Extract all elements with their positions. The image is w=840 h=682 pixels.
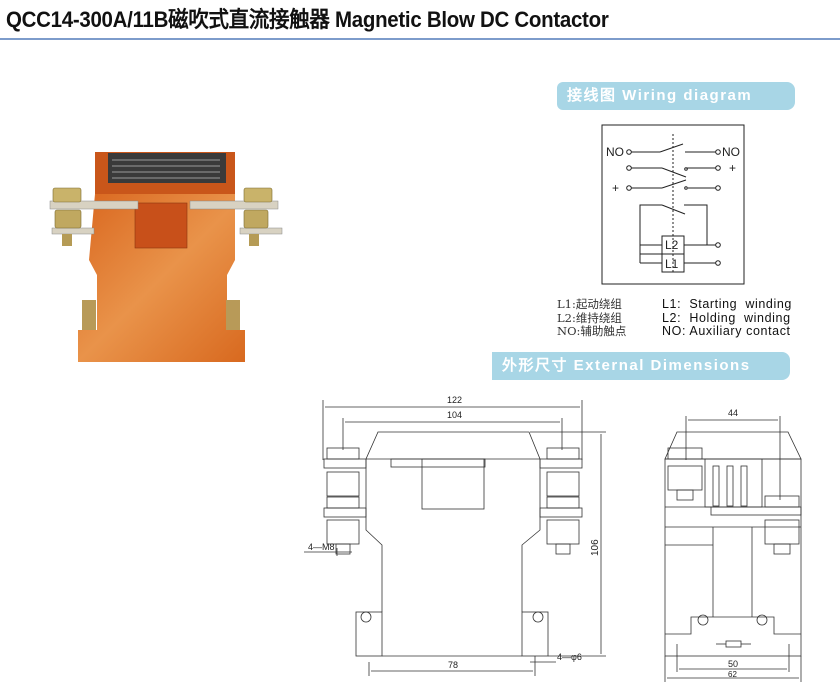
wiring-diagram-banner: 接线图 Wiring diagram <box>557 82 795 110</box>
dim-4-phi6: 4—φ6 <box>557 652 582 662</box>
front-view-drawing <box>304 400 606 676</box>
dim-122: 122 <box>447 395 462 405</box>
side-view-drawing <box>664 416 802 682</box>
legend-item: L1:起动绕组 <box>557 297 622 311</box>
legend-item: L2: Holding winding <box>662 310 791 325</box>
dim-104: 104 <box>447 410 462 420</box>
dim-4-m8: 4—M8 <box>308 542 335 552</box>
wiring-label-no-left: NO <box>606 145 624 159</box>
legend-item: NO: Auxiliary contact <box>662 324 791 338</box>
coil-label-l2: L2 <box>665 238 679 252</box>
dim-106: 106 <box>590 539 601 556</box>
legend-english: L1: Starting winding L2: Holding winding… <box>662 297 792 339</box>
title-divider <box>0 38 840 40</box>
legend-item: L1: Starting winding <box>662 297 792 311</box>
dim-62: 62 <box>728 670 737 679</box>
wiring-label-plus-right: + <box>729 161 736 175</box>
legend-chinese: L1:起动绕组 L2:维持绕组 NO:辅助触点 <box>557 297 627 339</box>
wiring-label-no-right: NO <box>722 145 740 159</box>
external-dimensions-banner: 外形尺寸 External Dimensions <box>492 352 790 380</box>
dim-44: 44 <box>728 408 738 418</box>
dim-78: 78 <box>448 660 458 670</box>
contactor-photo-icon <box>49 152 283 362</box>
page-title: QCC14-300A/11B磁吹式直流接触器 Magnetic Blow DC … <box>6 7 609 32</box>
dim-50: 50 <box>728 659 738 669</box>
coil-label-l1: L1 <box>665 257 679 271</box>
legend-item: L2:维持绕组 <box>557 310 622 325</box>
legend-item: NO:辅助触点 <box>557 324 627 338</box>
wiring-label-plus-left: + <box>612 181 619 195</box>
